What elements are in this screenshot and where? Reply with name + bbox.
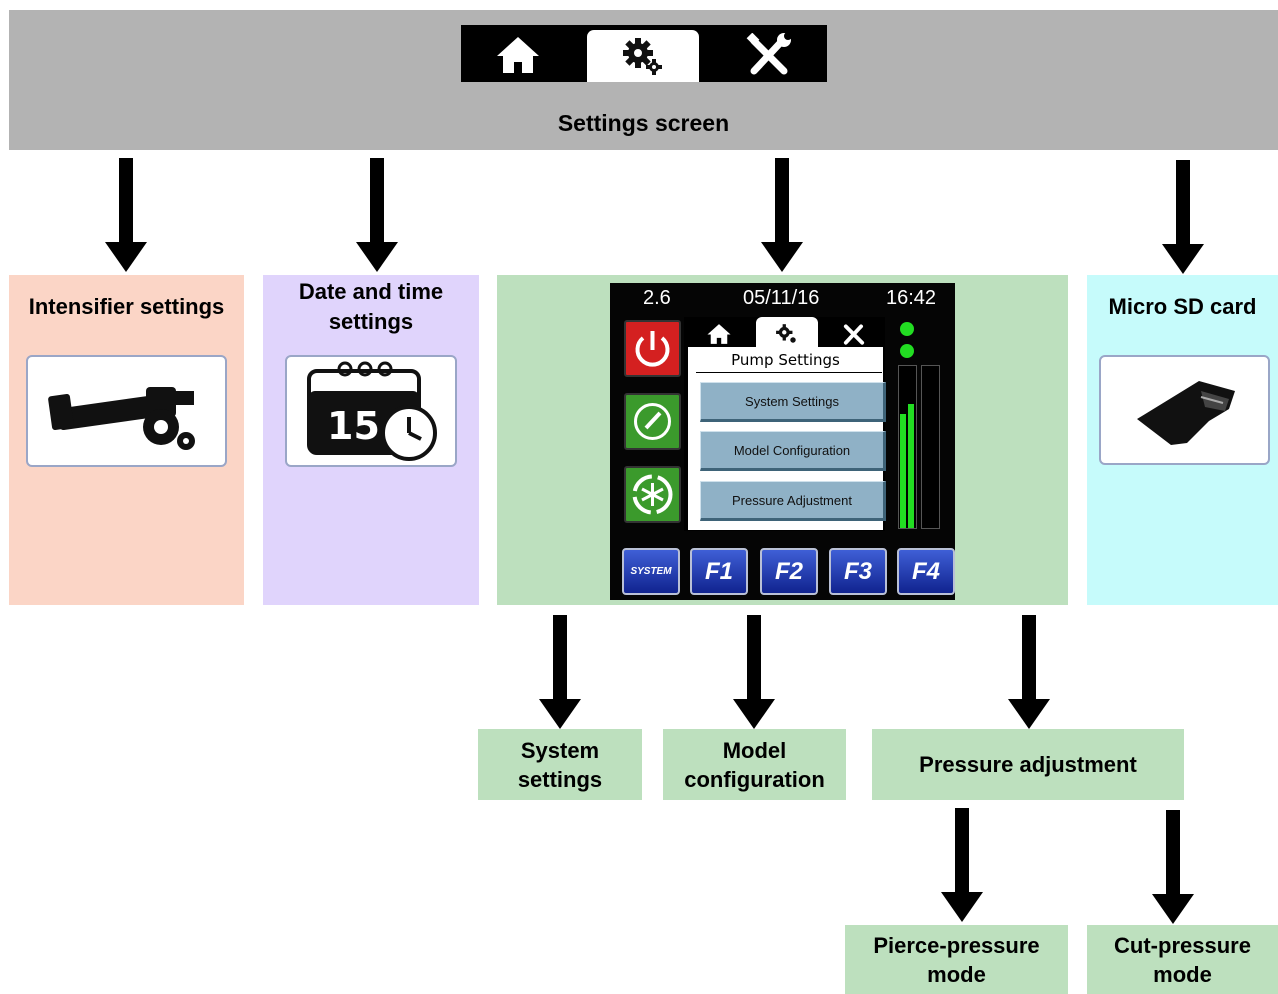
snowflake-cycle-icon (632, 474, 673, 515)
tab-settings[interactable] (587, 30, 699, 82)
device-tab-home[interactable] (688, 317, 750, 351)
date-time-title-line2: settings (328, 309, 414, 334)
system-settings-box: System settings (478, 729, 642, 800)
device-date: 05/11/16 (743, 287, 820, 309)
date-time-settings-panel: Date and time settings 15 (263, 275, 479, 605)
gear-icon (776, 324, 796, 343)
power-icon (635, 331, 670, 367)
pressure-adjustment-box: Pressure adjustment (872, 729, 1184, 800)
calendar-day: 15 (327, 404, 380, 448)
intensifier-settings-button[interactable] (26, 355, 227, 467)
arrow-to-model-configuration (733, 615, 775, 729)
home-icon (707, 324, 731, 344)
cooling-cycle-button[interactable] (624, 466, 681, 523)
calendar-clock-icon: 15 (307, 361, 437, 461)
device-time: 16:42 (886, 287, 937, 309)
arrow-to-cut-pressure (1152, 810, 1194, 924)
cut-pressure-line2: mode (1153, 961, 1212, 987)
micro-sd-panel: Micro SD card (1087, 275, 1278, 605)
tools-icon (843, 324, 865, 345)
micro-sd-button[interactable] (1099, 355, 1270, 465)
level-fill-1 (900, 414, 906, 528)
arrow-to-datetime (356, 158, 398, 272)
micro-sd-title: Micro SD card (1108, 294, 1257, 319)
arrow-to-microsd (1162, 160, 1204, 274)
model-configuration-line1: Model (722, 737, 787, 763)
system-key[interactable]: SYSTEM (622, 548, 680, 595)
level-fill-2 (908, 404, 914, 528)
tools-icon (746, 32, 792, 74)
tab-home[interactable] (461, 27, 575, 82)
header-title: Settings screen (557, 110, 730, 136)
pump-settings-panel-frame: Pump Settings System Settings Model Conf… (684, 317, 886, 531)
status-led-1 (900, 322, 914, 336)
cut-pressure-line1: Cut-pressure (1114, 932, 1251, 958)
f1-key[interactable]: F1 (690, 548, 748, 595)
pierce-pressure-box: Pierce-pressure mode (845, 925, 1068, 994)
cut-pressure-box: Cut-pressure mode (1087, 925, 1278, 994)
arrow-to-pump (761, 158, 803, 272)
pump-settings-title: Pump Settings (731, 351, 840, 369)
system-settings-button[interactable]: System Settings (700, 382, 886, 422)
pressure-gauge-button[interactable] (624, 393, 681, 450)
f2-key[interactable]: F2 (760, 548, 818, 595)
intensifier-settings-panel: Intensifier settings (9, 275, 244, 605)
tab-tools[interactable] (711, 27, 827, 82)
model-configuration-button[interactable]: Model Configuration (700, 431, 886, 471)
status-led-2 (900, 344, 914, 358)
model-configuration-box: Model configuration (663, 729, 846, 800)
pressure-adjustment-label: Pressure adjustment (919, 752, 1137, 777)
arrow-to-pressure-adjustment (1008, 615, 1050, 729)
gauge-icon (634, 403, 671, 440)
settings-screen-header: Settings screen (9, 10, 1278, 150)
system-settings-line2: settings (517, 766, 603, 792)
title-divider (696, 372, 882, 373)
pressure-adjustment-button[interactable]: Pressure Adjustment (700, 481, 886, 521)
f3-key[interactable]: F3 (829, 548, 887, 595)
system-settings-line1: System (520, 737, 600, 763)
level-bar-left (898, 365, 917, 529)
model-configuration-line2: configuration (684, 766, 825, 792)
top-tab-strip (461, 25, 827, 82)
level-bar-right (921, 365, 940, 529)
software-version: 2.6 (643, 287, 671, 309)
device-tab-settings[interactable] (756, 317, 818, 351)
gear-icon (623, 38, 662, 75)
date-time-title-line1: Date and time (298, 279, 444, 304)
date-time-settings-button[interactable]: 15 (285, 355, 457, 467)
arrow-to-intensifier (105, 158, 147, 272)
micro-sd-icon (1137, 381, 1235, 445)
pierce-pressure-line2: mode (927, 961, 986, 987)
intensifier-settings-title: Intensifier settings (28, 294, 225, 319)
device-tab-tools[interactable] (824, 317, 884, 351)
f4-key[interactable]: F4 (897, 548, 955, 595)
arrow-to-system-settings (539, 615, 581, 729)
intensifier-icon (48, 387, 195, 450)
pump-settings-content: Pump Settings System Settings Model Conf… (688, 347, 886, 530)
arrow-to-pierce-pressure (941, 808, 983, 922)
power-button[interactable] (624, 320, 681, 377)
pump-settings-screen: 2.6 05/11/16 16:42 (610, 283, 955, 600)
pierce-pressure-line1: Pierce-pressure (873, 932, 1040, 958)
home-icon (497, 36, 539, 73)
